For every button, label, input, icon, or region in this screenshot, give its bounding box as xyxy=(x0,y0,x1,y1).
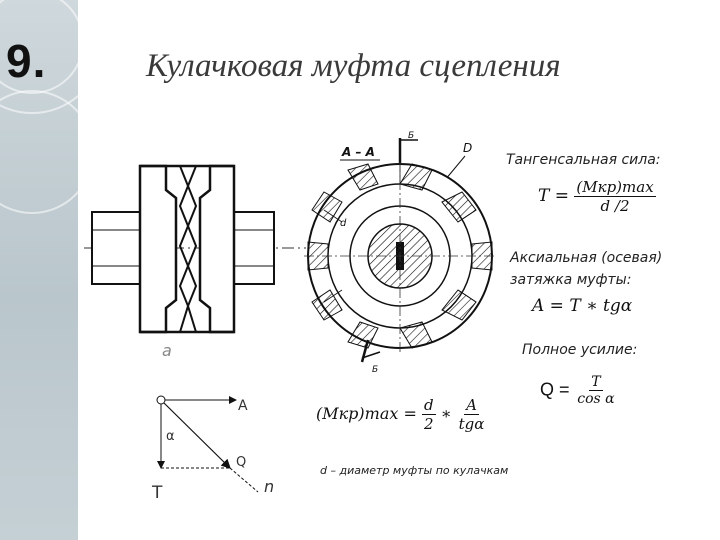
fraction: (Mкр)max d /2 xyxy=(574,178,656,215)
section-label: А – А xyxy=(341,145,375,159)
formula-lhs: Q = xyxy=(540,379,570,400)
fraction-numerator: T xyxy=(589,374,603,391)
decorative-ring xyxy=(0,90,78,214)
view-label-top: Б xyxy=(408,131,414,141)
angle-label-alpha: α xyxy=(166,429,175,444)
axial-force-formula: A = T ∗ tgα xyxy=(532,296,633,316)
force-diagram: A α Q T n xyxy=(151,395,274,503)
multiply-operator: ∗ xyxy=(440,404,452,423)
fraction-denominator: cos α xyxy=(577,391,615,407)
fraction: d 2 xyxy=(421,396,436,433)
force-label-a: A xyxy=(238,398,248,414)
axial-force-label-line2: затяжка муфты: xyxy=(510,272,632,288)
side-view-label: а xyxy=(162,341,172,360)
normal-label-n: n xyxy=(264,477,274,496)
formula-lhs: T = xyxy=(538,186,569,206)
slide-title: Кулачковая муфта сцепления xyxy=(146,48,561,84)
torque-formula: (Mкр)max = d 2 ∗ A tgα xyxy=(316,396,486,433)
decorative-sidebar xyxy=(0,0,78,540)
svg-text:d: d xyxy=(340,218,347,229)
fraction-denominator: d /2 xyxy=(600,197,630,215)
footnote: d – диаметр муфты по кулачкам xyxy=(320,464,509,477)
fraction: A tgα xyxy=(457,396,487,433)
clutch-section-view: А – А Б D d Б xyxy=(304,131,496,375)
axial-force-label-line1: Аксиальная (осевая) xyxy=(510,250,663,266)
point-d-label: D xyxy=(463,141,472,155)
full-force-label: Полное усилие: xyxy=(522,342,638,358)
full-force-formula: Q = T cos α xyxy=(540,374,617,407)
slide-number: 9. xyxy=(6,35,47,87)
force-label-q: Q xyxy=(236,455,246,470)
fraction-numerator: (Mкр)max xyxy=(574,178,656,197)
fraction-denominator: tgα xyxy=(458,415,485,433)
fraction-numerator: d xyxy=(421,396,436,415)
fraction-numerator: A xyxy=(464,396,479,415)
tangential-force-label: Тангенсальная сила: xyxy=(506,152,661,168)
clutch-side-view: а xyxy=(84,164,306,360)
formula-lhs: (Mкр)max = xyxy=(316,404,417,423)
tangential-force-formula: T = (Mкр)max d /2 xyxy=(538,178,656,215)
view-label-bottom: Б xyxy=(372,365,378,375)
fraction: T cos α xyxy=(575,374,616,407)
force-label-t: T xyxy=(151,483,163,503)
fraction-denominator: 2 xyxy=(424,415,434,433)
